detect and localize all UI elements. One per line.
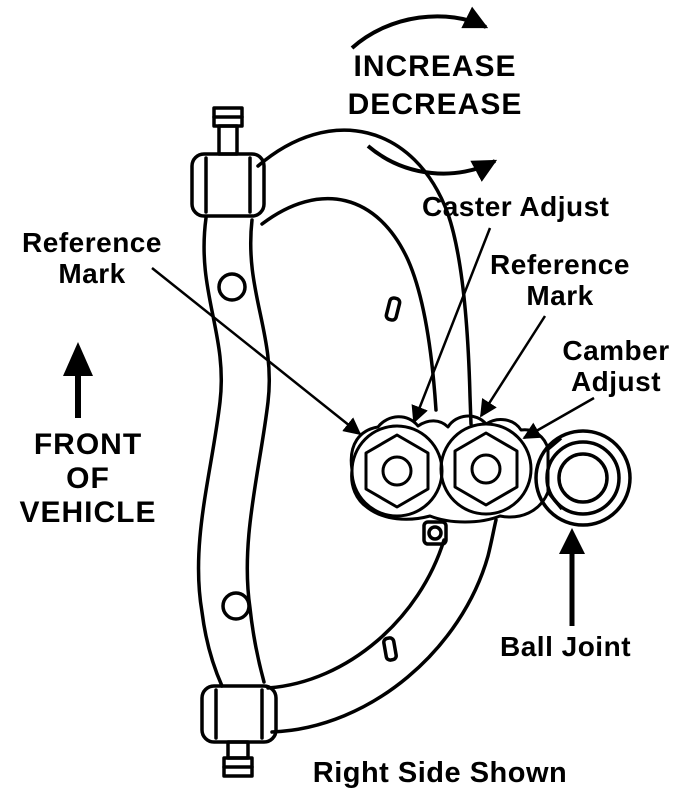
label-reference-mark-left: Reference Mark (12, 227, 172, 290)
label-front-of-vehicle: FRONT OF VEHICLE (6, 428, 170, 530)
label-reference-mark-right-line2: Mark (526, 279, 594, 311)
label-reference-mark-left-line2: Mark (58, 257, 126, 289)
arm-hole-bottom (221, 591, 251, 621)
caster-adjust-bolt (364, 433, 430, 509)
ball-joint-arrow-icon (559, 528, 585, 626)
reference-mark-right-leader-arrow (479, 315, 547, 418)
diagram-caption: Right Side Shown (312, 757, 568, 789)
label-caster-adjust: Caster Adjust (422, 191, 610, 222)
label-camber-adjust-line1: Camber (562, 335, 670, 366)
label-reference-mark-right: Reference Mark (486, 249, 634, 312)
top-bushing (190, 152, 266, 218)
camber-adjust-bolt (453, 431, 519, 507)
decrease-curved-arrow-icon (366, 144, 498, 182)
label-decrease: DECREASE (347, 88, 523, 121)
label-front-of-vehicle-line3: VEHICLE (19, 496, 157, 529)
front-of-vehicle-arrow-icon (63, 342, 93, 418)
label-camber-adjust-line2: Adjust (570, 365, 662, 397)
increase-curved-arrow-icon (350, 6, 489, 50)
label-camber-adjust: Camber Adjust (556, 335, 676, 398)
arm-slot-bottom (382, 636, 398, 662)
arm-boss (422, 520, 448, 546)
bottom-stud (226, 740, 250, 760)
label-reference-mark-left-line1: Reference (22, 227, 162, 258)
reference-mark-left-leader-arrow (151, 267, 362, 436)
camber-adjust-leader-arrow (522, 396, 595, 440)
leader-arrows (151, 227, 595, 440)
bottom-bushing (200, 684, 278, 744)
caster-adjust-leader-arrow (411, 227, 492, 424)
arm-hole-top (217, 272, 247, 302)
adjuster-cluster (349, 414, 550, 524)
label-ball-joint: Ball Joint (500, 631, 632, 662)
ball-joint (534, 429, 632, 527)
label-reference-mark-right-line1: Reference (490, 249, 630, 280)
arm-slot-top (384, 296, 402, 322)
label-front-of-vehicle-line2: OF (66, 462, 110, 495)
upper-control-arm (190, 106, 498, 778)
top-stud (217, 124, 239, 156)
label-increase: INCREASE (353, 50, 517, 83)
label-front-of-vehicle-line1: FRONT (33, 428, 143, 461)
camber-washer (439, 422, 533, 516)
